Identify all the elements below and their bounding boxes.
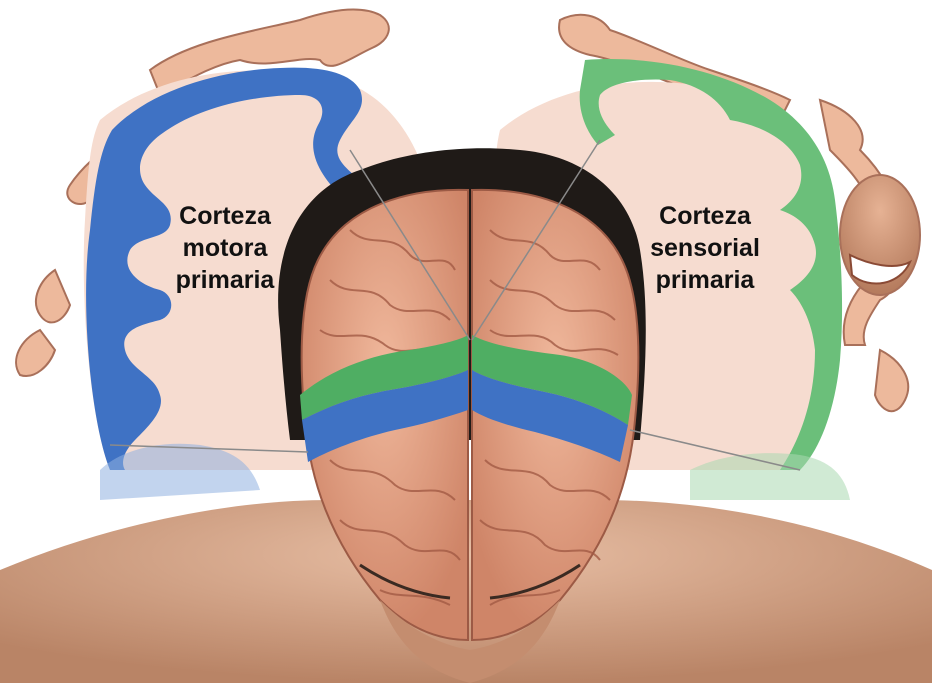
sensory-cortex-label: Corteza sensorial primaria bbox=[630, 200, 780, 296]
sensory-label-line3: primaria bbox=[630, 264, 780, 296]
motor-label-line1: Corteza bbox=[150, 200, 300, 232]
sensory-label-line2: sensorial bbox=[630, 232, 780, 264]
motor-label-line3: primaria bbox=[150, 264, 300, 296]
motor-cortex-label: Corteza motora primaria bbox=[150, 200, 300, 296]
motor-label-line2: motora bbox=[150, 232, 300, 264]
sensory-label-line1: Corteza bbox=[630, 200, 780, 232]
